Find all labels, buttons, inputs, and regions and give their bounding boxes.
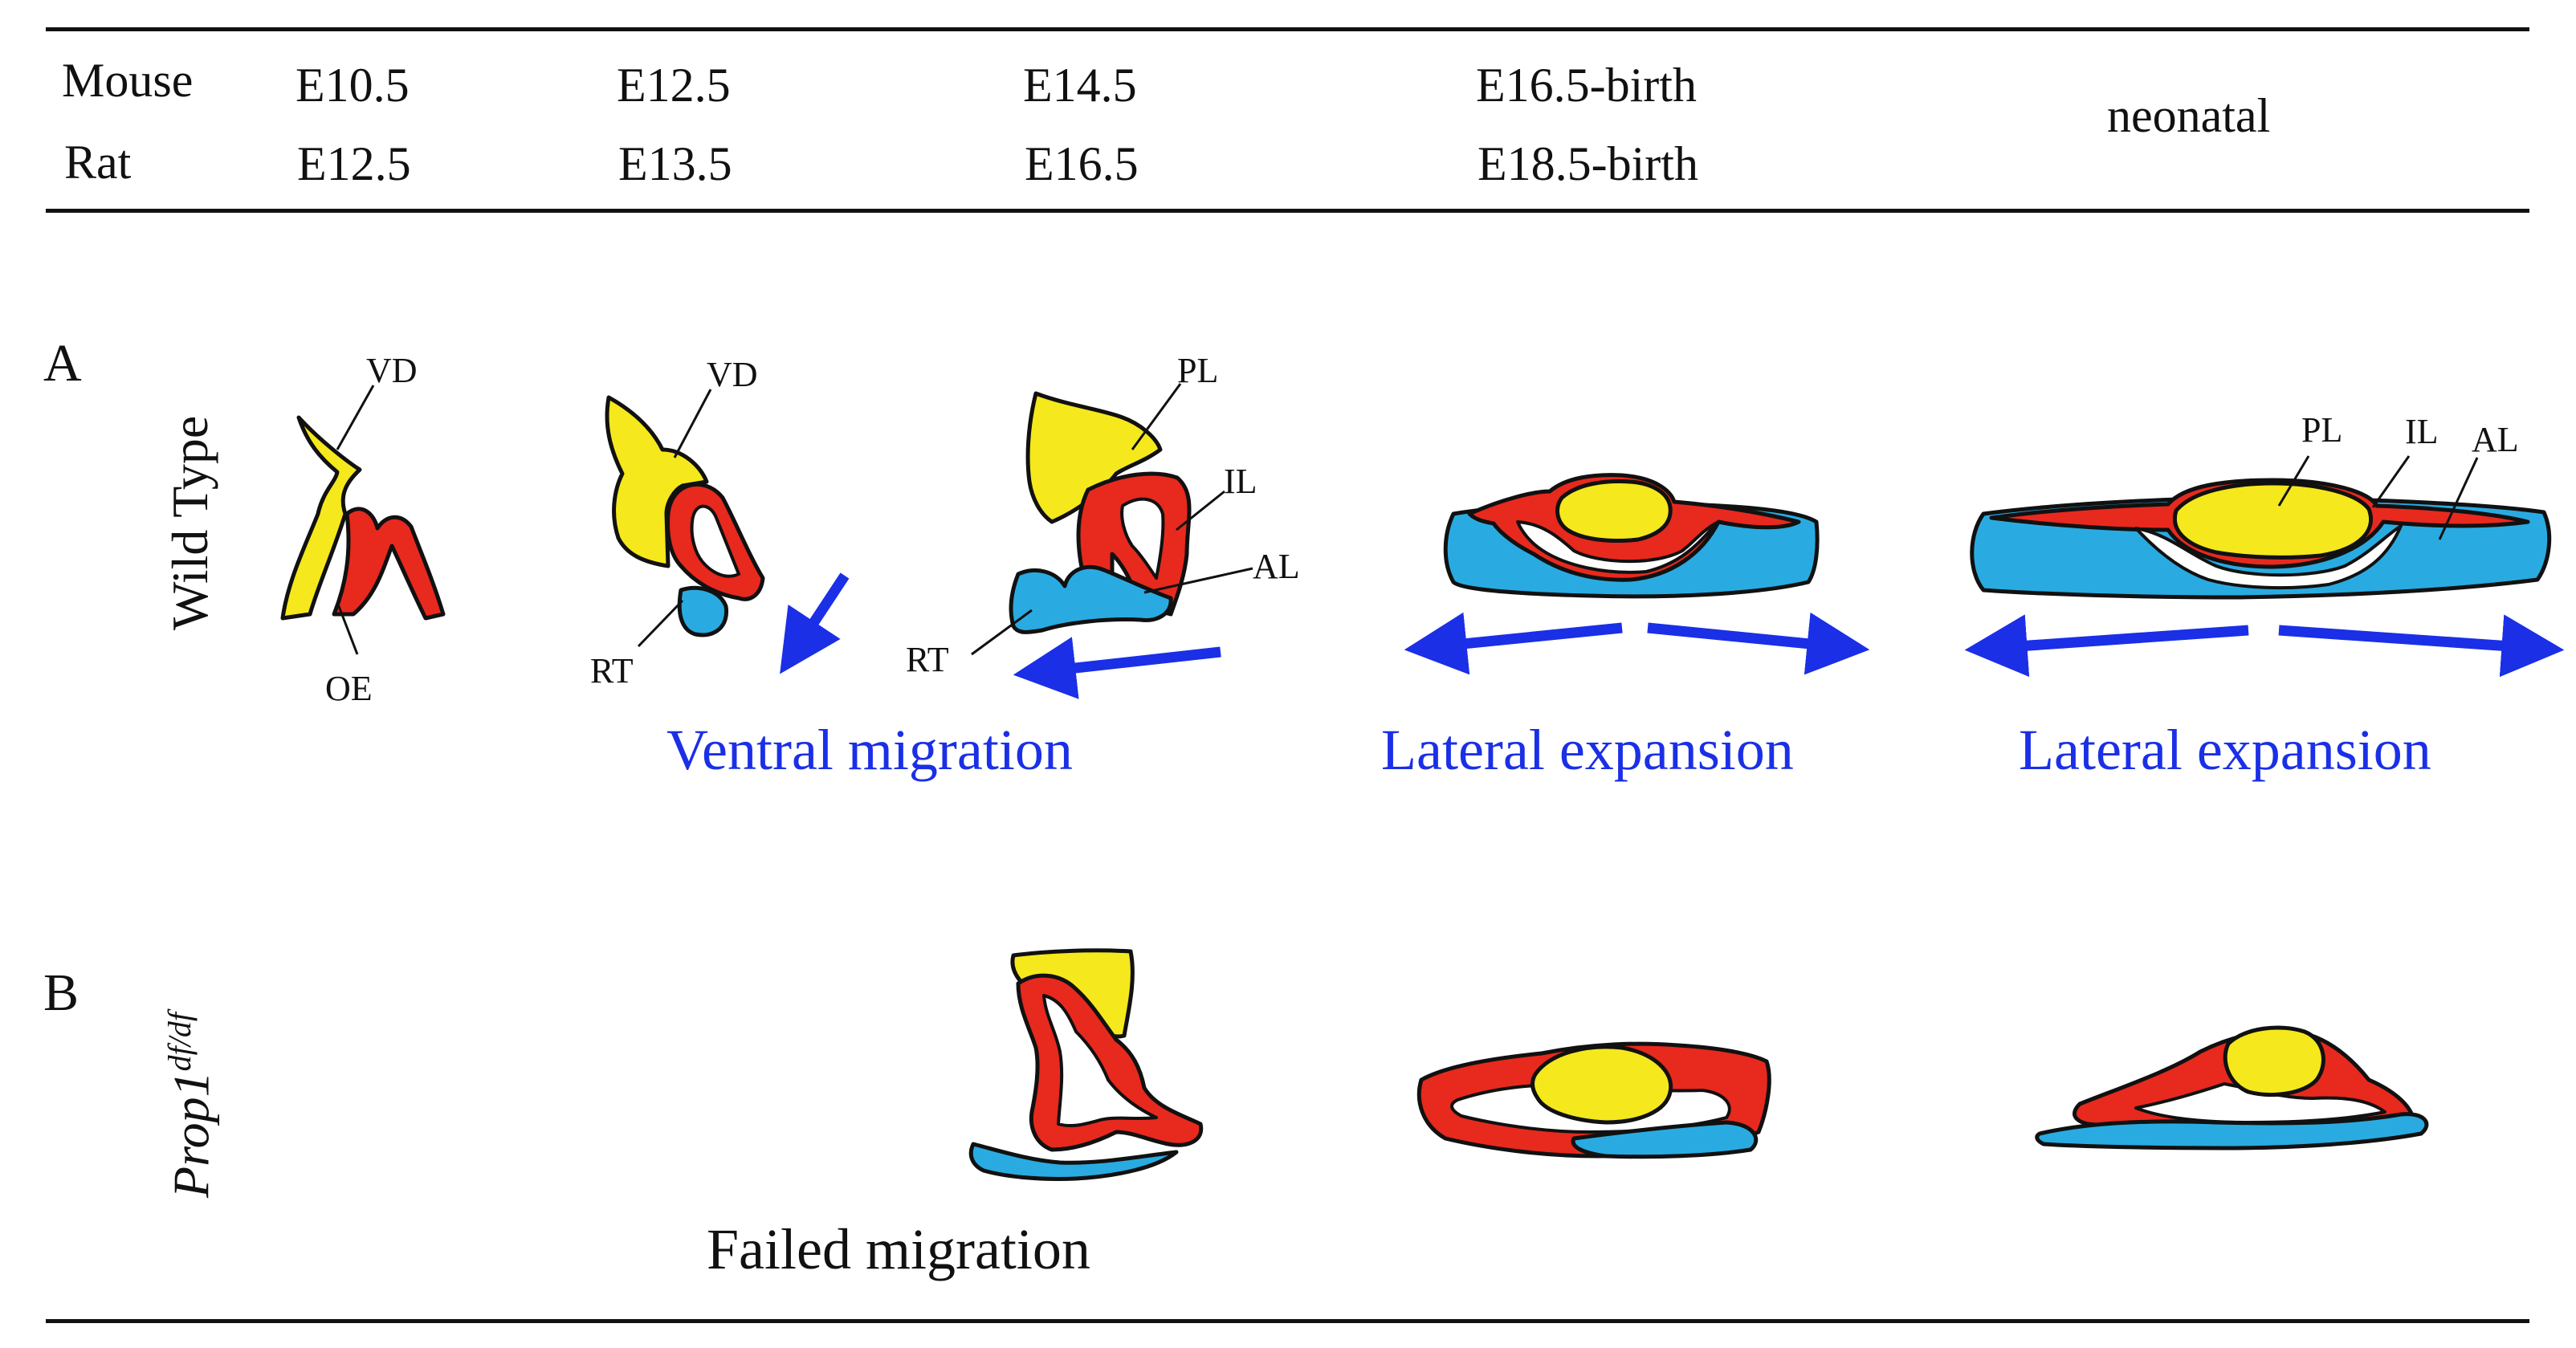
stage-rat-3: E16.5 (1025, 137, 1139, 190)
header-bottom-rule (46, 209, 2529, 213)
mut5-anterior-lobe (2035, 1112, 2429, 1150)
label-oe-stage1: OE (325, 669, 373, 708)
wt4-cleft (1516, 520, 1720, 574)
label-vd-stage1: VD (366, 351, 418, 390)
label-pl-stage5: PL (2301, 410, 2343, 450)
wt3-cleft (1120, 497, 1165, 580)
panel-b-letter: B (43, 963, 79, 1022)
label-il-stage3: IL (1224, 462, 1257, 501)
wt1-oral-ectoderm (332, 507, 446, 621)
wt5-arrow-right (2278, 614, 2565, 678)
wt-stage2-drawing (605, 395, 765, 637)
stage-rat-1: E12.5 (297, 137, 411, 190)
top-rule (46, 27, 2529, 31)
mut4-posterior-lobe (1530, 1045, 1673, 1125)
mut4-anterior-lobe (1571, 1120, 1759, 1159)
label-leader-lines (336, 383, 2479, 656)
species-rat: Rat (64, 136, 132, 189)
wt5-cleft (2134, 524, 2403, 590)
caption-ventral-migration: Ventral migration (666, 718, 1073, 782)
label-rt-stage2: RT (590, 651, 634, 690)
wt3-posterior-lobe (1025, 391, 1163, 524)
label-al-stage3: AL (1253, 547, 1300, 586)
wt-stage3-drawing (1009, 391, 1192, 634)
wt5-posterior-lobe (2173, 481, 2373, 560)
wt2-ventral-diencephalon (605, 395, 709, 568)
mut-stage3-drawing (968, 948, 1204, 1181)
label-rt-stage3: RT (906, 640, 949, 679)
wt-stage5-drawing (1970, 478, 2552, 600)
wt2-migration-arrow (780, 572, 850, 674)
label-pl-stage3: PL (1177, 351, 1219, 390)
stage-neonatal: neonatal (2107, 89, 2271, 142)
mut5-posterior-lobe (2223, 1025, 2325, 1097)
stage-mouse-4: E16.5-birth (1476, 59, 1697, 112)
mut3-cleft (1042, 994, 1158, 1128)
label-vd-stage2: VD (707, 355, 758, 394)
wt4-arrow-left (1404, 612, 1623, 675)
wt-stage1-drawing (280, 415, 446, 621)
species-mouse: Mouse (62, 54, 194, 107)
label-al-stage5: AL (2472, 420, 2519, 459)
stage-rat-2: E13.5 (618, 137, 732, 190)
stage-rat-4: E18.5-birth (1478, 137, 1698, 190)
wt1-ventral-diencephalon (280, 415, 362, 621)
wt4-posterior-lobe (1555, 479, 1673, 543)
wt4-arrow-right (1647, 612, 1870, 675)
panel-a-letter: A (43, 334, 82, 393)
label-il-stage5: IL (2405, 412, 2439, 451)
caption-lateral-expansion-2: Lateral expansion (2019, 718, 2431, 782)
mut-stage5-drawing (2035, 1025, 2429, 1150)
wt-stage4-drawing (1443, 473, 1820, 599)
caption-failed-migration: Failed migration (707, 1217, 1090, 1281)
wt5-arrow-left (1964, 614, 2249, 678)
mut3-anterior-lobe (968, 1142, 1179, 1181)
wt2-rostral-tip (677, 585, 729, 637)
bottom-rule (46, 1319, 2529, 1323)
wt3-migration-arrow (1013, 637, 1221, 699)
stage-mouse-2: E12.5 (617, 59, 731, 112)
wt2-pouch-lumen (690, 504, 740, 578)
mut-stage4-drawing (1416, 1041, 1771, 1159)
caption-lateral-expansion-1: Lateral expansion (1381, 718, 1794, 782)
stage-mouse-1: E10.5 (296, 59, 410, 112)
stage-mouse-3: E14.5 (1023, 59, 1137, 112)
wt3-anterior-lobe (1009, 564, 1173, 634)
